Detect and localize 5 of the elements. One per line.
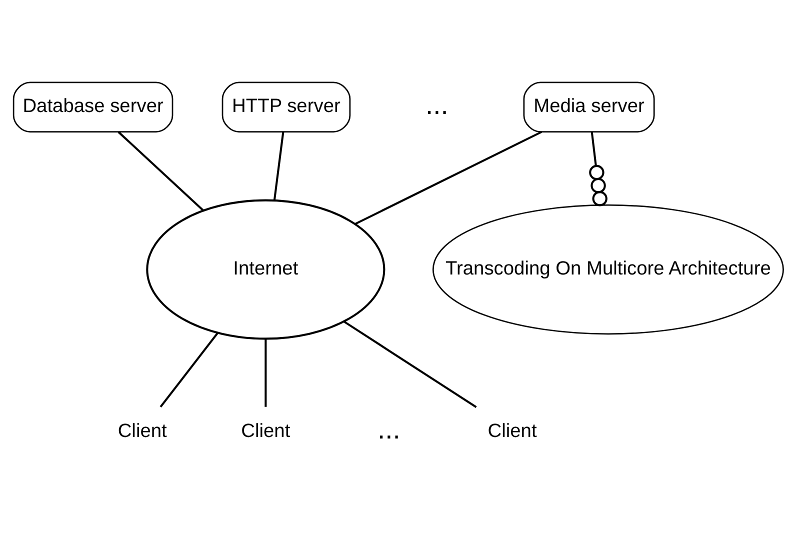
label: ... bbox=[426, 88, 448, 120]
label: ... bbox=[378, 414, 400, 445]
node-text: Client bbox=[488, 420, 537, 442]
node-text: Client bbox=[241, 420, 290, 442]
node-text: Client bbox=[118, 420, 167, 442]
